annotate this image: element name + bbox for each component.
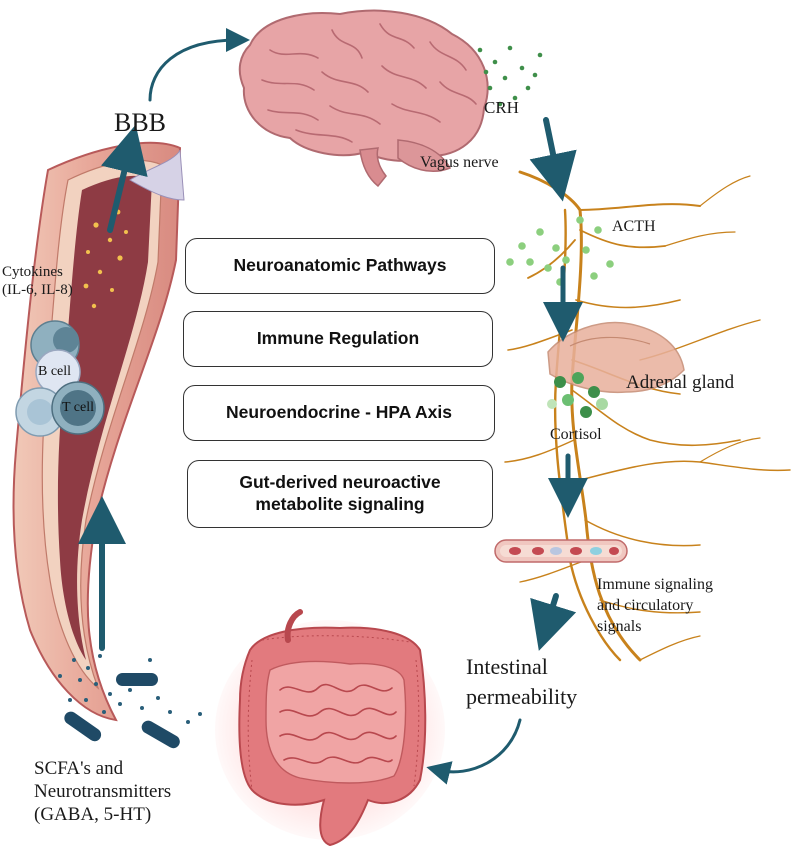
gut-illustration: [215, 609, 445, 847]
intestinal-permeability-label-line1: Intestinal: [466, 654, 548, 679]
vagus-nerve-label: Vagus nerve: [420, 154, 499, 171]
b-cell-label: B cell: [38, 364, 72, 379]
flow-arrows: [78, 28, 588, 785]
cytokines-label-line1: Cytokines: [2, 264, 63, 280]
pathway-label-line1: Gut-derived neuroactive: [239, 472, 441, 493]
immune-signaling-label-line1: Immune signaling: [597, 576, 713, 593]
cytokines-label-line2: (IL-6, IL-8): [2, 282, 73, 298]
scfa-label-line1: SCFA's and: [34, 758, 124, 779]
scfa-bacteria: [64, 673, 180, 749]
t-cell-label: T cell: [62, 400, 95, 415]
scfa-label-line2: Neurotransmitters: [34, 781, 172, 802]
scfa-dots: [58, 654, 202, 724]
pathway-label: Immune Regulation: [256, 328, 420, 349]
small-blood-vessel: [494, 539, 628, 563]
acth-dots: [506, 216, 614, 286]
intestinal-permeability-label-line2: permeability: [466, 684, 578, 709]
immune-cells: [15, 320, 105, 437]
crh-dots: [477, 45, 543, 107]
brain-illustration: [238, 9, 489, 188]
arrow-to-intestinal: [530, 593, 577, 651]
immune-signaling-label-line3: signals: [597, 618, 642, 635]
arrow-to-gut: [426, 718, 522, 785]
adrenal-gland-label: Adrenal gland: [626, 372, 735, 393]
immune-signaling-label-line2: and circulatory: [597, 597, 694, 614]
arrow-crh-down: [529, 117, 577, 202]
arrow-vessel-to-bbb: [100, 124, 148, 233]
crh-label: CRH: [484, 98, 519, 117]
pathway-box-neuroendocrine: Neuroendocrine - HPA Axis: [183, 385, 495, 441]
cortisol-label: Cortisol: [550, 426, 602, 443]
bbb-label: BBB: [114, 108, 167, 137]
arrow-bbb-to-brain: [148, 28, 250, 102]
pathway-box-neuroanatomic: Neuroanatomic Pathways: [185, 238, 495, 294]
pathway-label: Neuroanatomic Pathways: [233, 255, 447, 276]
blood-vessel-illustration: [12, 141, 185, 722]
cortisol-dots: [547, 372, 608, 418]
pathway-box-immune-regulation: Immune Regulation: [183, 311, 493, 367]
cytokine-dots: [83, 209, 128, 309]
pathway-label-line2: metabolite signaling: [255, 494, 425, 514]
pathway-box-gut-metabolite: Gut-derived neuroactive metabolite signa…: [187, 460, 493, 528]
pathway-label: Neuroendocrine - HPA Axis: [226, 402, 452, 423]
scfa-label-line3: (GABA, 5-HT): [34, 804, 152, 825]
acth-label: ACTH: [612, 218, 656, 235]
